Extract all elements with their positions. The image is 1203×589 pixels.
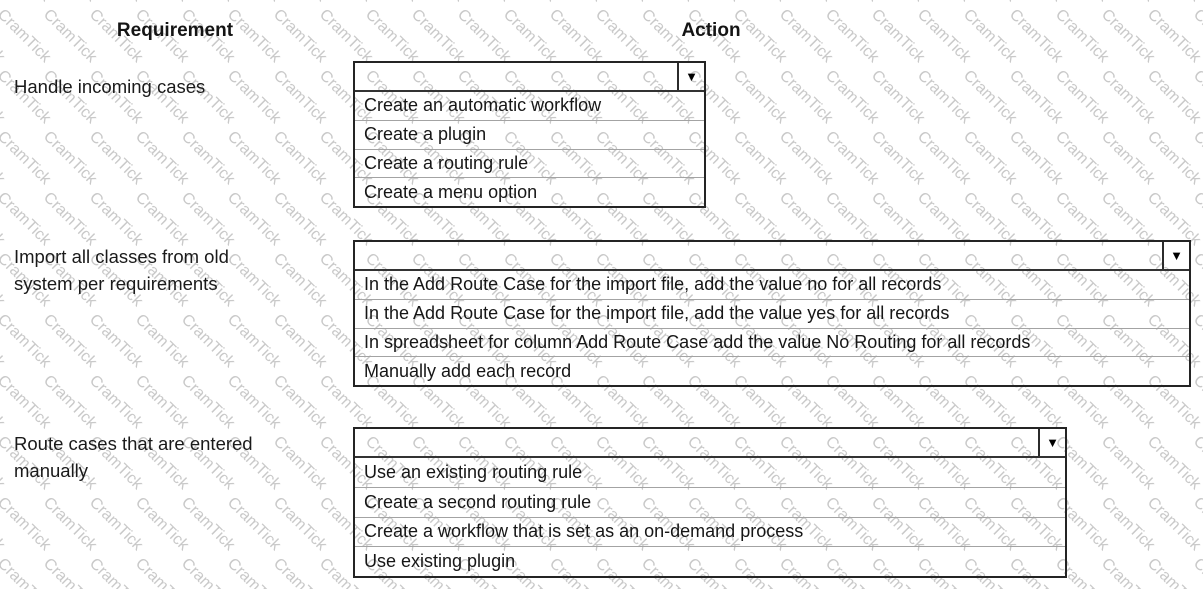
dropdown-arrow-icon: ▼ <box>1170 248 1183 263</box>
dropdown-selected-value[interactable]: ▼ <box>355 429 1065 458</box>
dropdown-arrow-button[interactable]: ▼ <box>677 63 704 90</box>
dropdown-arrow-button[interactable]: ▼ <box>1038 429 1065 456</box>
dropdown-option[interactable]: In the Add Route Case for the import fil… <box>355 271 1189 300</box>
dropdown-option[interactable]: Manually add each record <box>364 360 572 381</box>
dropdown-option[interactable]: Use existing plugin <box>364 551 516 572</box>
dropdown-option[interactable]: Create a plugin <box>355 121 704 150</box>
dropdown-arrow-icon: ▼ <box>685 69 698 84</box>
dropdown-option[interactable]: In spreadsheet for column Add Route Case… <box>355 329 1189 358</box>
dropdown-option[interactable]: Create an automatic workflow <box>355 92 704 121</box>
dropdown-option[interactable]: Create a workflow that is set as an on-d… <box>355 518 1065 548</box>
dropdown-options-list: Use an existing routing rule Create a se… <box>355 458 1065 576</box>
dropdown-options-list: Create an automatic workflow Create a pl… <box>355 92 704 206</box>
dropdown-options-list: In the Add Route Case for the import fil… <box>355 271 1189 385</box>
action-dropdown-2[interactable]: ▼ In the Add Route Case for the import f… <box>353 240 1191 387</box>
requirement-label-import-classes: Import all classes from old system per r… <box>14 246 229 294</box>
dropdown-selected-value[interactable]: ▼ <box>355 242 1189 271</box>
dropdown-option[interactable]: Create a second routing rule <box>355 488 1065 518</box>
dropdown-arrow-button[interactable]: ▼ <box>1162 242 1189 269</box>
action-dropdown-1[interactable]: ▼ Create an automatic workflow Create a … <box>353 61 706 208</box>
dropdown-option[interactable]: Create a menu option <box>364 181 538 202</box>
dropdown-arrow-icon: ▼ <box>1046 435 1059 450</box>
action-dropdown-3[interactable]: ▼ Use an existing routing rule Create a … <box>353 427 1067 578</box>
requirement-label-handle-incoming-cases: Handle incoming cases <box>14 76 206 97</box>
requirement-label-route-cases: Route cases that are entered manually <box>14 433 253 481</box>
column-header-action: Action <box>681 20 741 41</box>
dropdown-option[interactable]: Use an existing routing rule <box>355 458 1065 488</box>
column-header-requirement: Requirement <box>116 20 234 41</box>
dropdown-selected-value[interactable]: ▼ <box>355 63 704 92</box>
dropdown-option[interactable]: In the Add Route Case for the import fil… <box>355 300 1189 329</box>
dropdown-option[interactable]: Create a routing rule <box>355 150 704 179</box>
